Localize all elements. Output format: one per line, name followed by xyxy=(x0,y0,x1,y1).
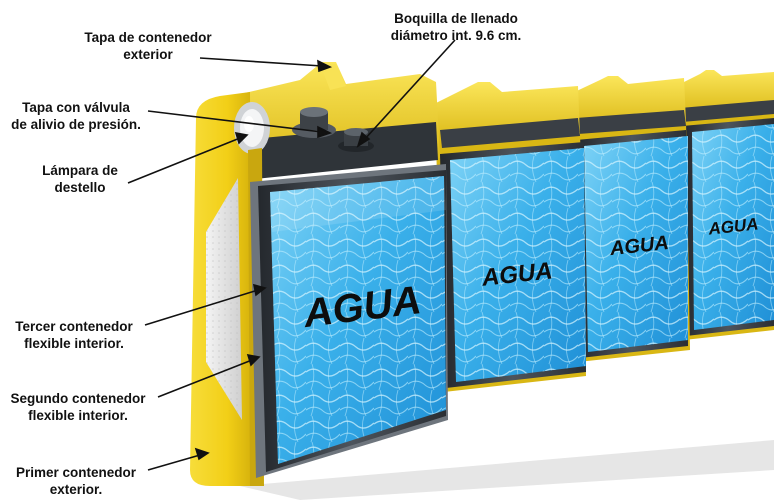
label-boquilla-de-llenado: Boquilla de llenado diámetro int. 9.6 cm… xyxy=(390,11,522,43)
leader-lines xyxy=(127,39,456,471)
module-2: AGUA xyxy=(430,82,586,392)
label-tapa-contenedor-exterior: Tapa de contenedor exterior xyxy=(84,30,212,62)
label-tapa-con-valvula: Tapa con válvula de alivio de presión. xyxy=(11,100,141,132)
flash-lamp xyxy=(234,102,270,154)
label-lampara-de-destello: Lámpara de destello xyxy=(42,163,118,195)
module-3: AGUA xyxy=(566,76,690,362)
label-primer-contenedor: Primer contenedor exterior. xyxy=(15,465,137,497)
ground-shadow xyxy=(240,440,774,500)
label-tercer-contenedor: Tercer contenedor flexible interior. xyxy=(15,319,133,351)
module-1: AGUA xyxy=(190,62,448,486)
module-4: AGUA xyxy=(672,70,774,340)
label-segundo-contenedor: Segundo contenedor flexible interior. xyxy=(10,391,146,423)
